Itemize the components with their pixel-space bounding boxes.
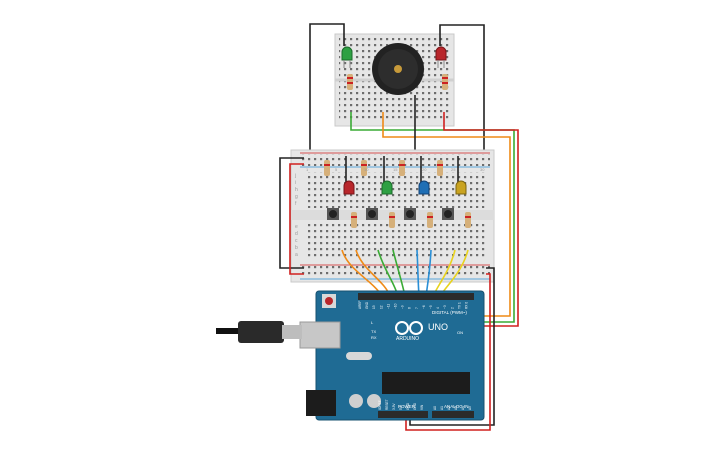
breadboard-column-number: 25	[451, 167, 456, 172]
digital-pin-label: ~6	[422, 305, 426, 309]
small-board-resistor-right[interactable]	[442, 74, 448, 90]
svg-text:i: i	[295, 180, 296, 186]
breadboard-column-number: 20	[422, 167, 427, 172]
tx-label: TX	[371, 329, 376, 334]
svg-text:f: f	[295, 201, 297, 207]
main-board-yellow-led[interactable]	[455, 180, 467, 195]
digital-pin-label: 13	[372, 305, 376, 309]
svg-text:c: c	[295, 238, 298, 244]
breadboard-row-letters: j i h g f e d c b a	[294, 173, 298, 258]
power-header-label: POWER	[398, 404, 416, 409]
digital-pin-label: ~10	[394, 303, 398, 309]
power-pin-label: RESET	[385, 399, 389, 410]
arduino-uno	[299, 290, 485, 421]
digital-pin-label: 8	[408, 307, 412, 309]
svg-text:h: h	[295, 187, 298, 193]
digital-header-label: DIGITAL (PWM~)	[432, 310, 467, 315]
pushbutton-1[interactable]	[327, 208, 339, 220]
breadboard-column-number: 1	[306, 167, 309, 172]
power-pin-label: GND	[413, 402, 417, 410]
power-pin-label: VIN	[420, 404, 424, 410]
digital-pin-label: AREF	[358, 300, 362, 309]
small-board-resistor-left[interactable]	[347, 74, 353, 90]
usb-cable	[216, 321, 302, 343]
rx-label: RX	[371, 335, 377, 340]
analog-pin-label: A2	[447, 406, 451, 410]
svg-text:b: b	[295, 245, 298, 251]
power-pin-label: 5V	[399, 405, 403, 410]
power-pin-label: IOREF	[378, 400, 382, 410]
breadboard-column-number: 30	[480, 167, 485, 172]
piezo-buzzer[interactable]	[372, 43, 424, 95]
analog-pin-label: A5	[468, 406, 472, 410]
analog-pin-label: A1	[440, 406, 444, 410]
main-board-blue-led[interactable]	[418, 180, 430, 195]
small-board-red-led[interactable]	[435, 46, 447, 68]
wire-orange-small[interactable]	[382, 112, 511, 317]
arduino-model-label: UNO	[428, 322, 448, 332]
on-led-label: ON	[457, 330, 463, 335]
arduino-labels: ARDUINO UNO DIGITAL (PWM~) POWER ANALOG …	[371, 310, 469, 409]
l-led-label: L	[371, 320, 374, 325]
main-board-black-jumpers[interactable]	[345, 156, 459, 186]
breadboard-column-number: 15	[393, 167, 398, 172]
main-board-resistors-bottom[interactable]	[351, 212, 471, 228]
svg-text:g: g	[295, 194, 298, 200]
wire-black-rail-right[interactable]	[409, 267, 495, 426]
digital-pin-label: TX 1	[457, 302, 461, 309]
power-pin-label: 3.3V	[392, 403, 396, 410]
digital-pin-label: ~5	[429, 305, 433, 309]
main-board-green-led[interactable]	[381, 180, 393, 195]
svg-text:j: j	[294, 173, 296, 179]
svg-text:d: d	[295, 231, 298, 237]
wire-red-rail-left[interactable]	[289, 163, 304, 275]
main-board-red-led[interactable]	[343, 180, 355, 195]
svg-text:a: a	[295, 252, 298, 258]
digital-pin-label: 7	[415, 307, 419, 309]
wire-black-small-left[interactable]	[309, 23, 345, 156]
breadboard-column-number: 10	[364, 167, 369, 172]
analog-pin-label: A3	[454, 406, 458, 410]
analog-pin-label: A0	[433, 406, 437, 410]
digital-pin-label: ~3	[443, 305, 447, 309]
pushbutton-2[interactable]	[366, 208, 378, 220]
pushbutton-3[interactable]	[404, 208, 416, 220]
digital-pin-label: RX 0	[465, 302, 469, 309]
wire-red-rail-right[interactable]	[405, 273, 491, 431]
digital-pin-label: ~9	[401, 305, 405, 309]
breadboard-column-number: 5	[335, 167, 338, 172]
analog-pin-label: A4	[461, 406, 465, 410]
digital-pin-label: ~11	[386, 304, 390, 309]
digital-pin-label: 12	[379, 305, 383, 309]
digital-pin-label: 2	[450, 307, 454, 309]
main-board-resistors-top[interactable]	[324, 160, 443, 176]
digital-pin-label: 4	[436, 307, 440, 309]
arduino-brand-label: ARDUINO	[396, 336, 419, 342]
small-board-green-led[interactable]	[341, 46, 353, 68]
power-pin-label: GND	[406, 402, 410, 410]
digital-pin-label: GND	[365, 301, 369, 309]
analog-header-label: ANALOG IN	[444, 404, 469, 409]
svg-text:e: e	[295, 224, 298, 230]
wire-black-small-right[interactable]	[439, 24, 485, 156]
pushbutton-4[interactable]	[442, 208, 454, 220]
wire-red-small[interactable]	[443, 112, 519, 327]
wire-black-rail-left[interactable]	[279, 157, 304, 269]
